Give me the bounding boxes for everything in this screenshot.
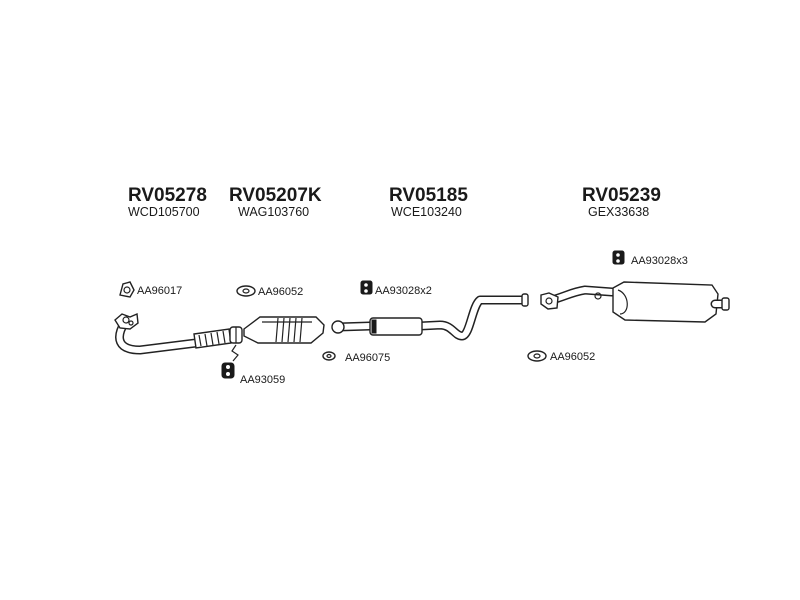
part-gasket-oval-lower: AA96052 (527, 350, 595, 363)
middle-silencer (369, 317, 423, 336)
part-label-p4: AA93028x3 (631, 255, 688, 267)
middle-pipe (331, 293, 529, 341)
section-4-sub: GEX33638 (588, 205, 649, 219)
part-label-p2: AA96052 (258, 286, 303, 298)
connector-clamp (229, 326, 243, 344)
front-pipe (114, 312, 201, 355)
section-2-sub: WAG103760 (238, 205, 309, 219)
section-3-code: RV05185 (389, 185, 468, 206)
catalytic-converter (243, 316, 325, 344)
flex-pipe (193, 328, 232, 349)
part-gasket-round: AA96075 (322, 351, 390, 364)
part-label-p7: AA96052 (550, 351, 595, 363)
part-label-p5: AA93059 (240, 374, 285, 386)
rear-silencer (594, 281, 730, 323)
part-rubber-hanger-x3: AA93028x3 (612, 250, 688, 267)
part-gasket-oval-upper: AA96052 (236, 285, 303, 298)
part-rubber-hanger-x2: AA93028x2 (360, 280, 432, 297)
part-gasket-triangle: AA96017 (119, 281, 182, 298)
section-1-code: RV05278 (128, 185, 207, 206)
section-1-sub: WCD105700 (128, 205, 200, 219)
part-label-p6: AA96075 (345, 352, 390, 364)
section-2-code: RV05207K (229, 185, 322, 206)
section-3-sub: WCE103240 (391, 205, 462, 219)
part-label-p3: AA93028x2 (375, 285, 432, 297)
hanger-wire (231, 344, 239, 362)
part-label-p1: AA96017 (137, 285, 182, 297)
rear-pipe (540, 285, 617, 310)
part-rubber-mount: AA93059 (221, 362, 285, 386)
section-4-code: RV05239 (582, 185, 661, 206)
